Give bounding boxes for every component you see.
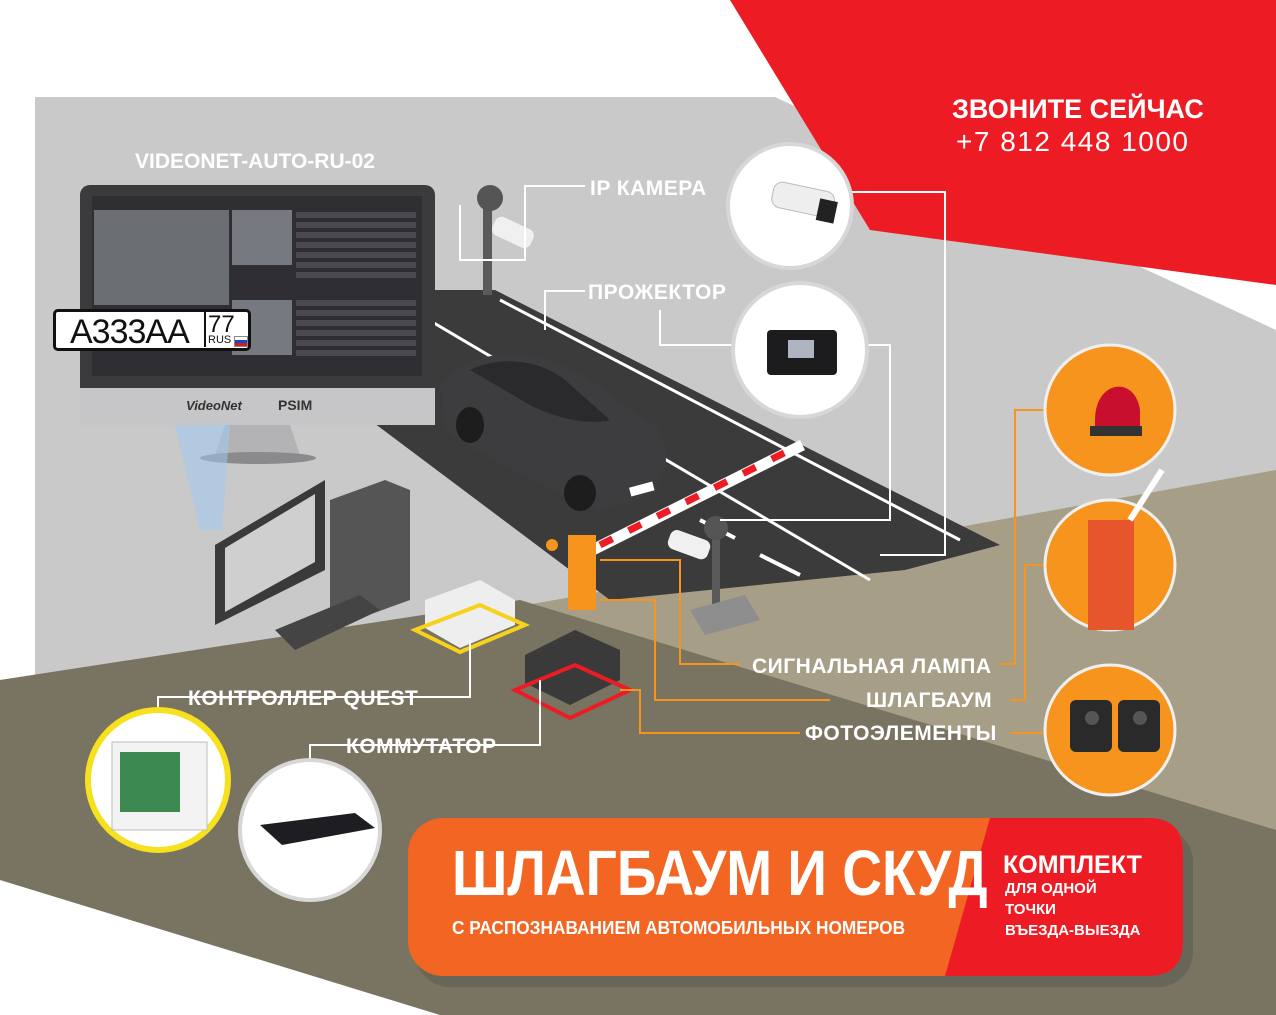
banner-title: ШЛАГБАУМ И СКУД (452, 837, 988, 909)
barrier-icon-arm (1127, 468, 1165, 522)
label-controller: КОНТРОЛЛЕР QUEST (188, 687, 419, 710)
workstation-model: VIDEONET-AUTO-RU-02 (135, 150, 375, 173)
connector-lines-orange (600, 409, 1045, 734)
kit-title: КОМПЛЕКТ (1003, 851, 1142, 879)
controller-box (425, 580, 515, 648)
brand-psim: PSIM (278, 397, 313, 413)
monitor-chin (80, 388, 435, 425)
car-window (470, 361, 610, 422)
kit-line-1: ДЛЯ ОДНОЙ (1005, 880, 1097, 897)
signal-lamp-base (1090, 426, 1142, 436)
projector-disc (477, 185, 503, 211)
projector-lamp (788, 340, 814, 358)
red-corner (730, 0, 1276, 285)
keyboard (275, 595, 380, 650)
russia-flag-icon (234, 336, 248, 347)
switch-icon (260, 813, 375, 845)
signal-lamp-icon (1095, 386, 1140, 428)
plate-number: А333АА (70, 313, 190, 351)
car (440, 354, 666, 510)
monitor-video-main (94, 210, 229, 305)
road-line-right (499, 298, 961, 542)
contact-phone[interactable]: +7 812 448 1000 (956, 126, 1190, 157)
car-plate (629, 481, 655, 497)
photocell-disc (704, 516, 728, 540)
photocell-lens (1085, 711, 1099, 725)
controller-board (120, 752, 180, 812)
label-ip-camera: IP КАМЕРА (590, 177, 707, 200)
photocell-icon-left (1070, 700, 1112, 752)
camera-body (491, 216, 534, 249)
car-wheel (564, 475, 596, 511)
barrier-arm-stripes (598, 446, 792, 549)
plate-region: 77 (208, 311, 235, 338)
kit-line-2: ТОЧКИ (1005, 901, 1056, 918)
contact-title: ЗВОНИТЕ СЕЙЧАС (952, 94, 1204, 124)
car-wheel (456, 407, 484, 443)
controller-ring (409, 602, 531, 655)
photocell-lens (1133, 711, 1147, 725)
monitor-video-small (232, 210, 292, 265)
brand-videonet: VideoNet (186, 398, 242, 413)
camera-pole (483, 200, 492, 295)
photocell-camera (667, 530, 711, 560)
road-dash (759, 553, 801, 577)
server-tower (330, 480, 410, 620)
label-photocells: ФОТОЭЛЕМЕНТЫ (805, 722, 997, 745)
kit-line-3: ВЪЕЗДА-ВЫЕЗДА (1005, 922, 1141, 939)
plate-country: RUS (208, 334, 232, 346)
barrier-housing (568, 535, 596, 610)
monitor-neck (215, 425, 300, 455)
label-signal-lamp: СИГНАЛЬНАЯ ЛАМПА (752, 655, 992, 678)
label-switch: КОММУТАТОР (346, 735, 497, 758)
photocell-icon-right (1118, 700, 1160, 752)
monitor-stand (200, 452, 316, 464)
license-plate: А333АА 77 RUS (53, 309, 251, 351)
photocell-base (690, 595, 760, 635)
label-barrier: ШЛАГБАУМ (866, 689, 993, 712)
photocell-pole (712, 530, 720, 610)
side-monitor-screen (225, 494, 315, 612)
signal-lamp-small (546, 539, 558, 551)
banner-subtitle: С РАСПОЗНАВАНИЕМ АВТОМОБИЛЬНЫХ НОМЕРОВ (452, 918, 906, 938)
label-projector: ПРОЖЕКТОР (588, 281, 727, 304)
monitor-beam (175, 425, 230, 530)
banner-red (945, 818, 1183, 976)
plate-divider (204, 311, 206, 347)
ground-white-bottom (0, 880, 440, 1015)
barrier-icon (1088, 520, 1134, 630)
monitor-table (296, 212, 416, 356)
ip-camera-lens (815, 198, 838, 224)
